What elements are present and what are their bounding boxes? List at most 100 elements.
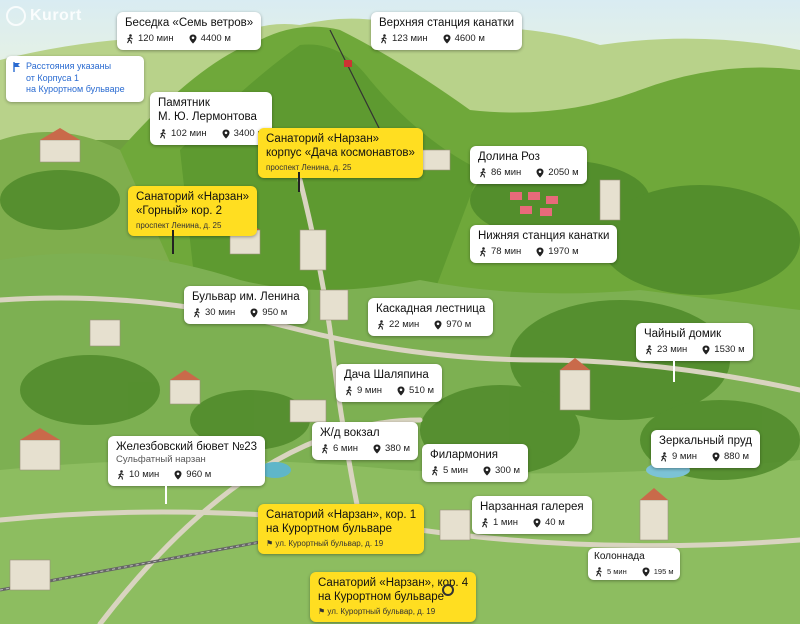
- sanatorium-card-cosmonauts[interactable]: Санаторий «Нарзан» корпус «Дача космонав…: [258, 128, 423, 178]
- location-marker[interactable]: [442, 584, 454, 596]
- poi-title: Нарзанная галерея: [480, 501, 584, 513]
- pointer-line: [172, 230, 174, 254]
- poi-card-rose-valley[interactable]: Долина Роз 86 мин 2050 м: [470, 146, 587, 185]
- poi-title: Нижняя станция канатки: [478, 230, 610, 242]
- walk-icon: [480, 247, 486, 257]
- poi-card-philharmonic[interactable]: Филармония 5 мин 300 м: [422, 444, 529, 483]
- poi-title: Дача Шаляпина: [344, 369, 429, 381]
- logo-mark-icon: [6, 6, 26, 26]
- location-pin-icon: [222, 129, 230, 139]
- poi-title: Чайный домик: [644, 328, 722, 340]
- poi-title: Каскадная лестница: [376, 303, 486, 315]
- sanatorium-address: ⚑ ул. Курортный бульвар, д. 19: [266, 539, 416, 549]
- walk-icon: [646, 345, 652, 355]
- walk-icon: [194, 308, 200, 318]
- distance-info-note: Расстояния указаны от Корпуса 1 на Курор…: [6, 56, 144, 103]
- walk-time: 23 мин: [657, 344, 688, 356]
- location-pin-icon: [373, 444, 381, 454]
- poi-title: Зеркальный пруд: [659, 435, 752, 447]
- poi-title: Бульвар им. Ленина: [192, 291, 300, 303]
- sanatorium-card-building-4[interactable]: Санаторий «Нарзан», кор. 4 на Курортном …: [310, 572, 477, 622]
- location-pin-icon: [397, 386, 405, 396]
- sanatorium-title: корпус «Дача космонавтов»: [266, 147, 415, 160]
- location-pin-icon: [533, 518, 541, 528]
- distance: 1970 м: [548, 246, 579, 258]
- walk-icon: [596, 566, 602, 577]
- walk-time: 102 мин: [171, 127, 207, 139]
- poi-title: Филармония: [430, 449, 498, 461]
- poi-title: Железбовский бювет №23: [116, 441, 258, 453]
- distance: 195 м: [653, 566, 674, 576]
- poi-subtitle: Сульфатный нарзан: [116, 454, 206, 466]
- logo-text: Kurort: [30, 7, 82, 24]
- walk-icon: [346, 386, 352, 396]
- walk-time: 5 мин: [443, 465, 469, 477]
- walk-time: 120 мин: [138, 33, 174, 45]
- location-pin-icon: [536, 168, 544, 178]
- address-text: ул. Курортный бульвар, д. 19: [275, 538, 384, 548]
- walk-icon: [160, 128, 166, 139]
- walk-time: 10 мин: [129, 469, 160, 481]
- location-pin-icon: [174, 470, 182, 480]
- sanatorium-card-gorny[interactable]: Санаторий «Нарзан» «Горный» кор. 2 просп…: [128, 186, 258, 236]
- info-line: Расстояния указаны: [26, 61, 112, 71]
- walk-icon: [378, 320, 384, 330]
- walk-time: 86 мин: [491, 167, 522, 179]
- poi-card-zheleznovodsk-pump-room[interactable]: Железбовский бювет №23 Сульфатный нарзан…: [108, 436, 266, 487]
- pointer-line: [165, 482, 167, 504]
- poi-title: Ж/д вокзал: [320, 427, 380, 439]
- walk-time: 6 мин: [333, 443, 359, 455]
- walk-icon: [322, 444, 328, 454]
- walk-time: 9 мин: [357, 385, 383, 397]
- sanatorium-title: Санаторий «Нарзан»: [266, 133, 380, 145]
- poi-title: Беседка «Семь ветров»: [125, 17, 254, 29]
- location-pin-icon: [702, 345, 710, 355]
- walk-time: 9 мин: [672, 451, 698, 463]
- sanatorium-address: проспект Ленина, д. 25: [136, 220, 222, 230]
- sanatorium-title: «Горный» кор. 2: [136, 205, 223, 218]
- walk-time: 1 мин: [493, 517, 519, 529]
- walk-icon: [480, 168, 486, 178]
- sanatorium-title: на Курортном бульваре: [318, 591, 445, 604]
- location-pin-icon: [483, 466, 491, 476]
- distance: 300 м: [495, 465, 521, 477]
- brand-logo: Kurort: [6, 6, 82, 26]
- poi-title: Долина Роз: [478, 151, 540, 163]
- distance: 4600 м: [454, 33, 485, 45]
- sanatorium-title: на Курортном бульваре: [266, 523, 393, 536]
- flag-icon: [13, 62, 20, 72]
- distance: 3400 м: [233, 127, 264, 139]
- poi-title: М. Ю. Лермонтова: [158, 111, 257, 124]
- sanatorium-title: Санаторий «Нарзан», кор. 4: [318, 577, 469, 589]
- sanatorium-title: Санаторий «Нарзан»: [136, 191, 250, 203]
- walk-icon: [482, 518, 488, 528]
- poi-title: Колоннада: [594, 551, 645, 562]
- poi-title: Памятник: [158, 97, 210, 109]
- distance: 960 м: [186, 469, 212, 481]
- poi-card-narzan-gallery[interactable]: Нарзанная галерея 1 мин 40 м: [472, 496, 592, 535]
- walk-icon: [118, 470, 124, 480]
- walk-icon: [432, 466, 438, 476]
- distance: 510 м: [409, 385, 435, 397]
- walk-icon: [127, 34, 133, 44]
- sanatorium-title: Санаторий «Нарзан», кор. 1: [266, 509, 417, 521]
- info-line: от Корпуса 1: [26, 72, 79, 83]
- poi-card-lermontov-monument[interactable]: Памятник М. Ю. Лермонтова 102 мин 3400 м: [150, 92, 272, 145]
- walk-icon: [381, 34, 387, 44]
- distance: 2050 м: [548, 167, 579, 179]
- flag-icon: ⚑: [266, 538, 276, 548]
- distance: 40 м: [545, 517, 565, 529]
- sanatorium-card-building-1[interactable]: Санаторий «Нарзан», кор. 1 на Курортном …: [258, 504, 425, 554]
- poi-card-chaliapin-dacha[interactable]: Дача Шаляпина 9 мин 510 м: [336, 364, 443, 403]
- info-line: на Курортном бульваре: [26, 84, 125, 95]
- walk-time: 30 мин: [205, 307, 236, 319]
